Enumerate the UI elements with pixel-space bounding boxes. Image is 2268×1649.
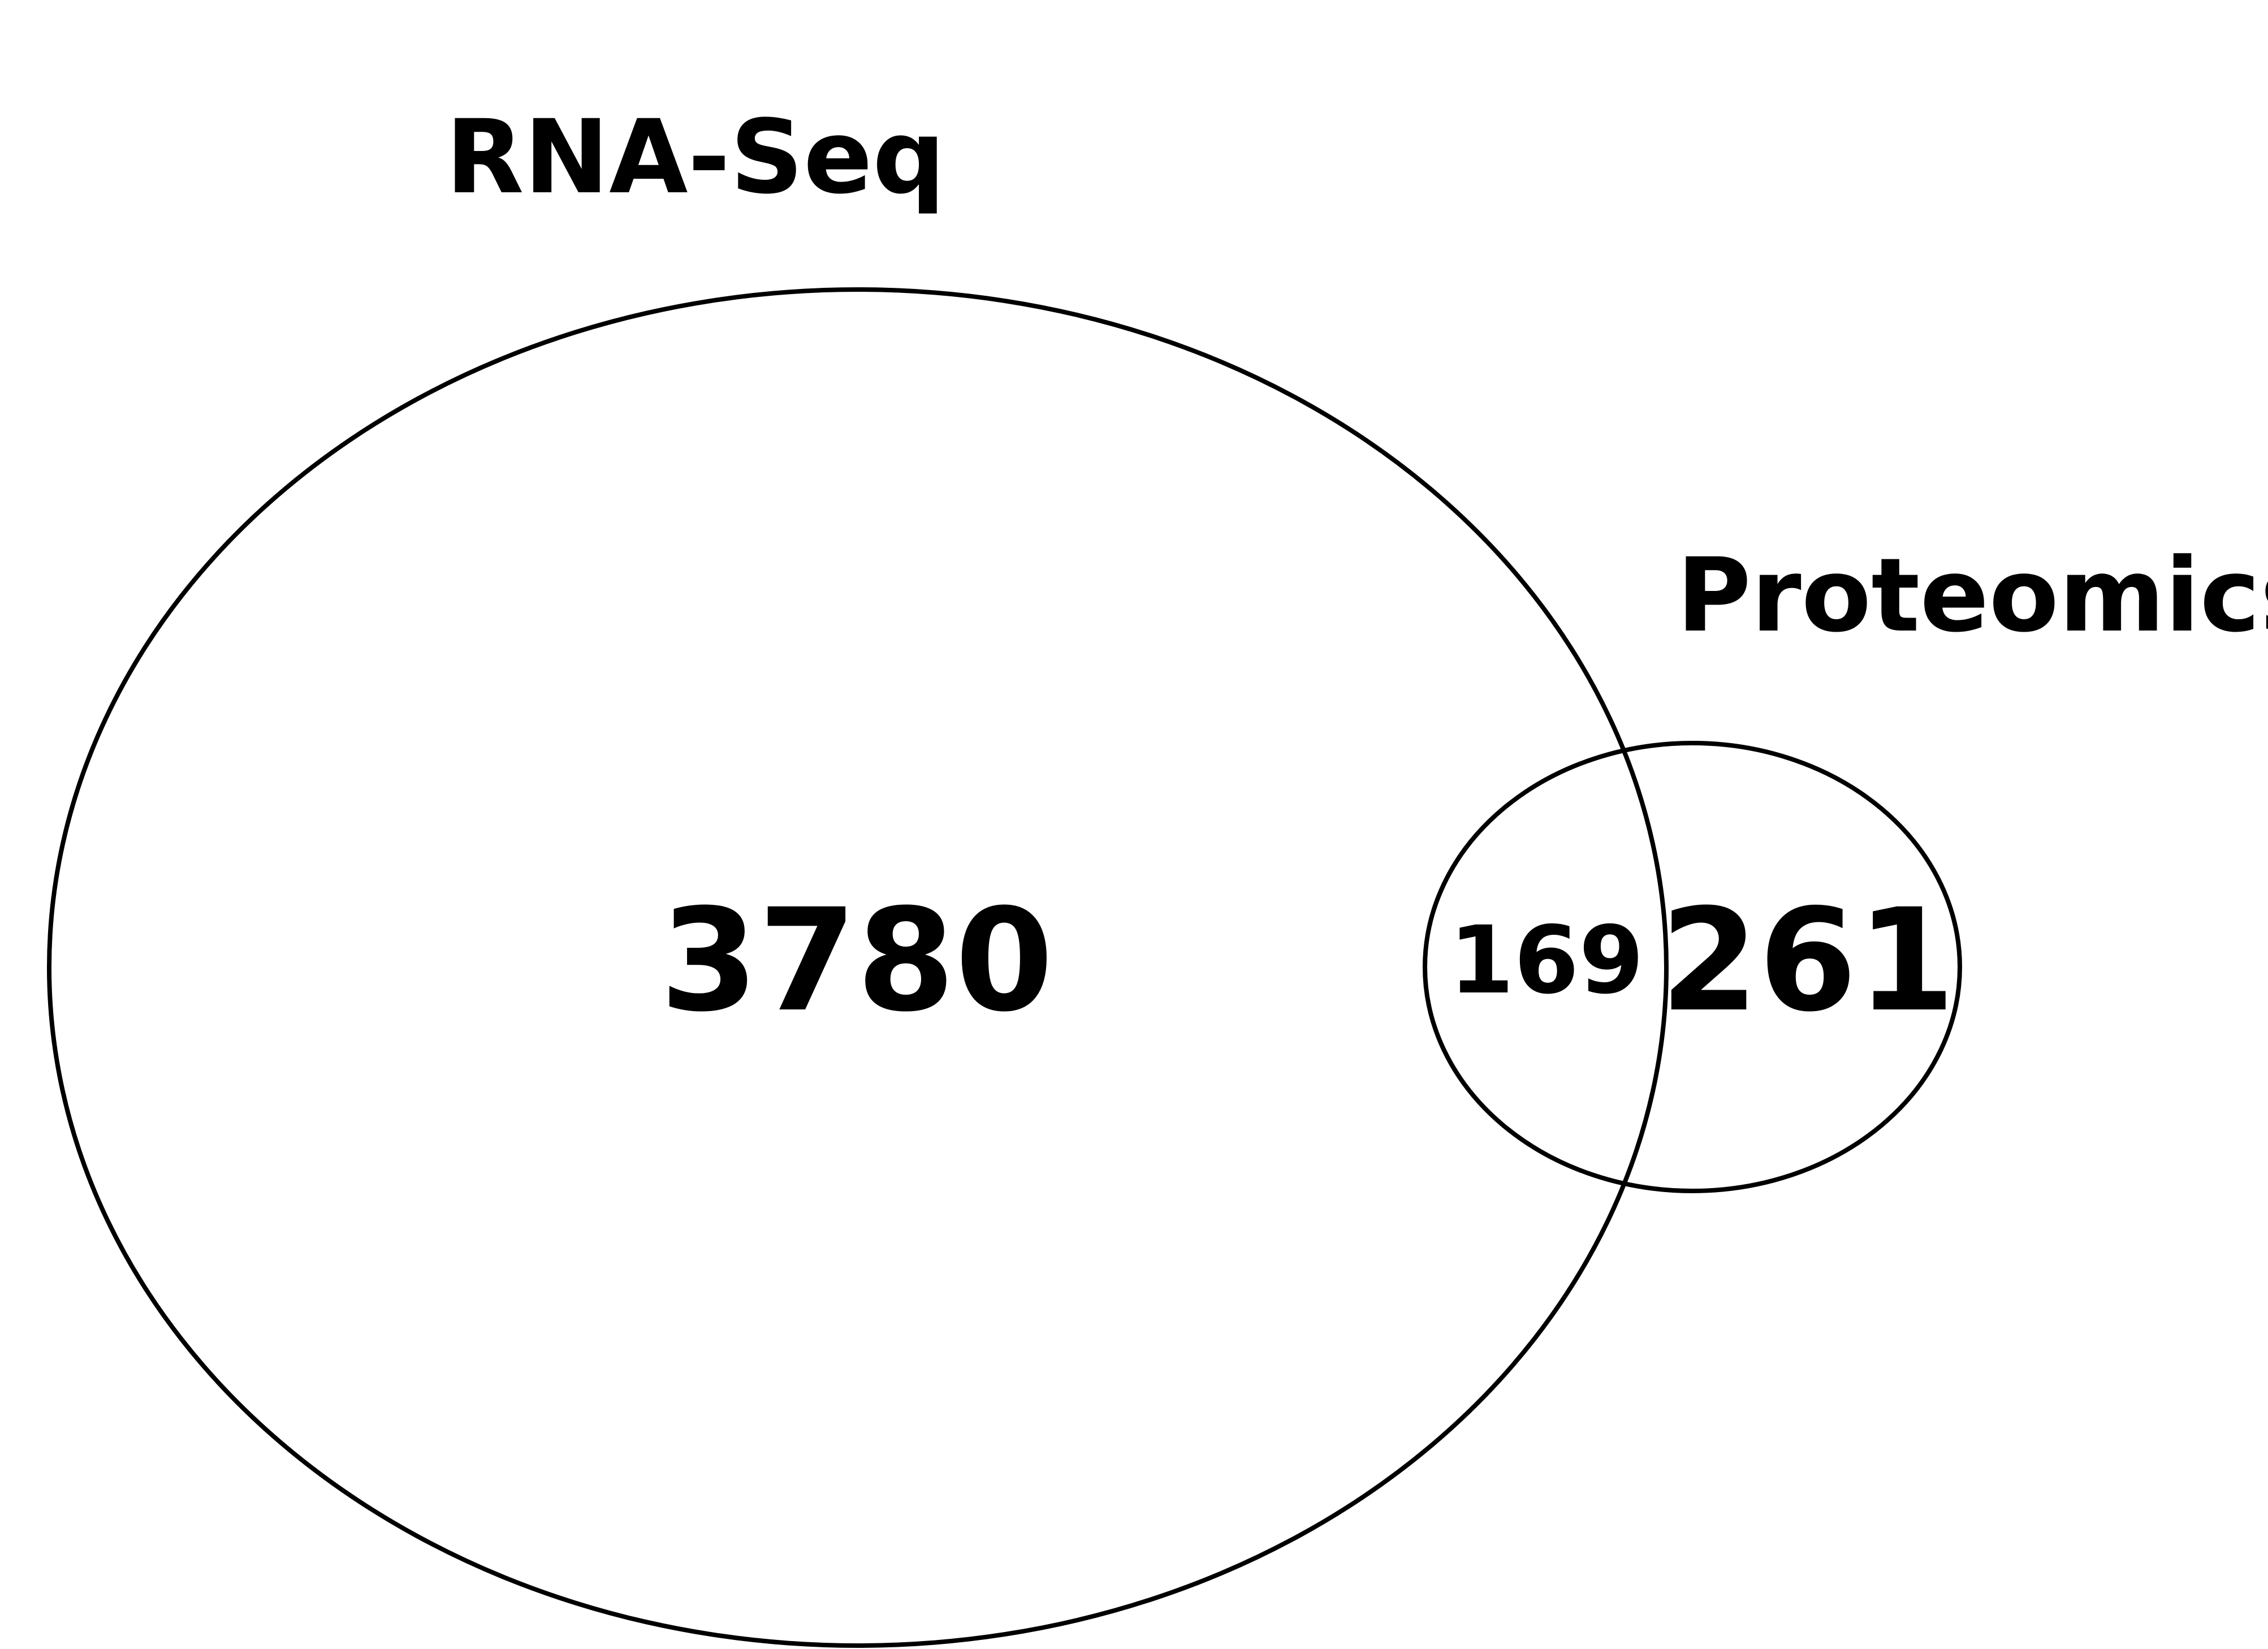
proteomics-set-ellipse xyxy=(1423,741,1962,1193)
rna-seq-set-label: RNA-Seq xyxy=(446,98,945,217)
overlap-count: 169 xyxy=(1449,906,1644,1015)
rna-seq-set-ellipse xyxy=(47,287,1669,1648)
rna-seq-only-count: 3780 xyxy=(660,878,1053,1043)
proteomics-only-count: 261 xyxy=(1660,878,1955,1043)
proteomics-set-label: Proteomics xyxy=(1677,537,2268,655)
